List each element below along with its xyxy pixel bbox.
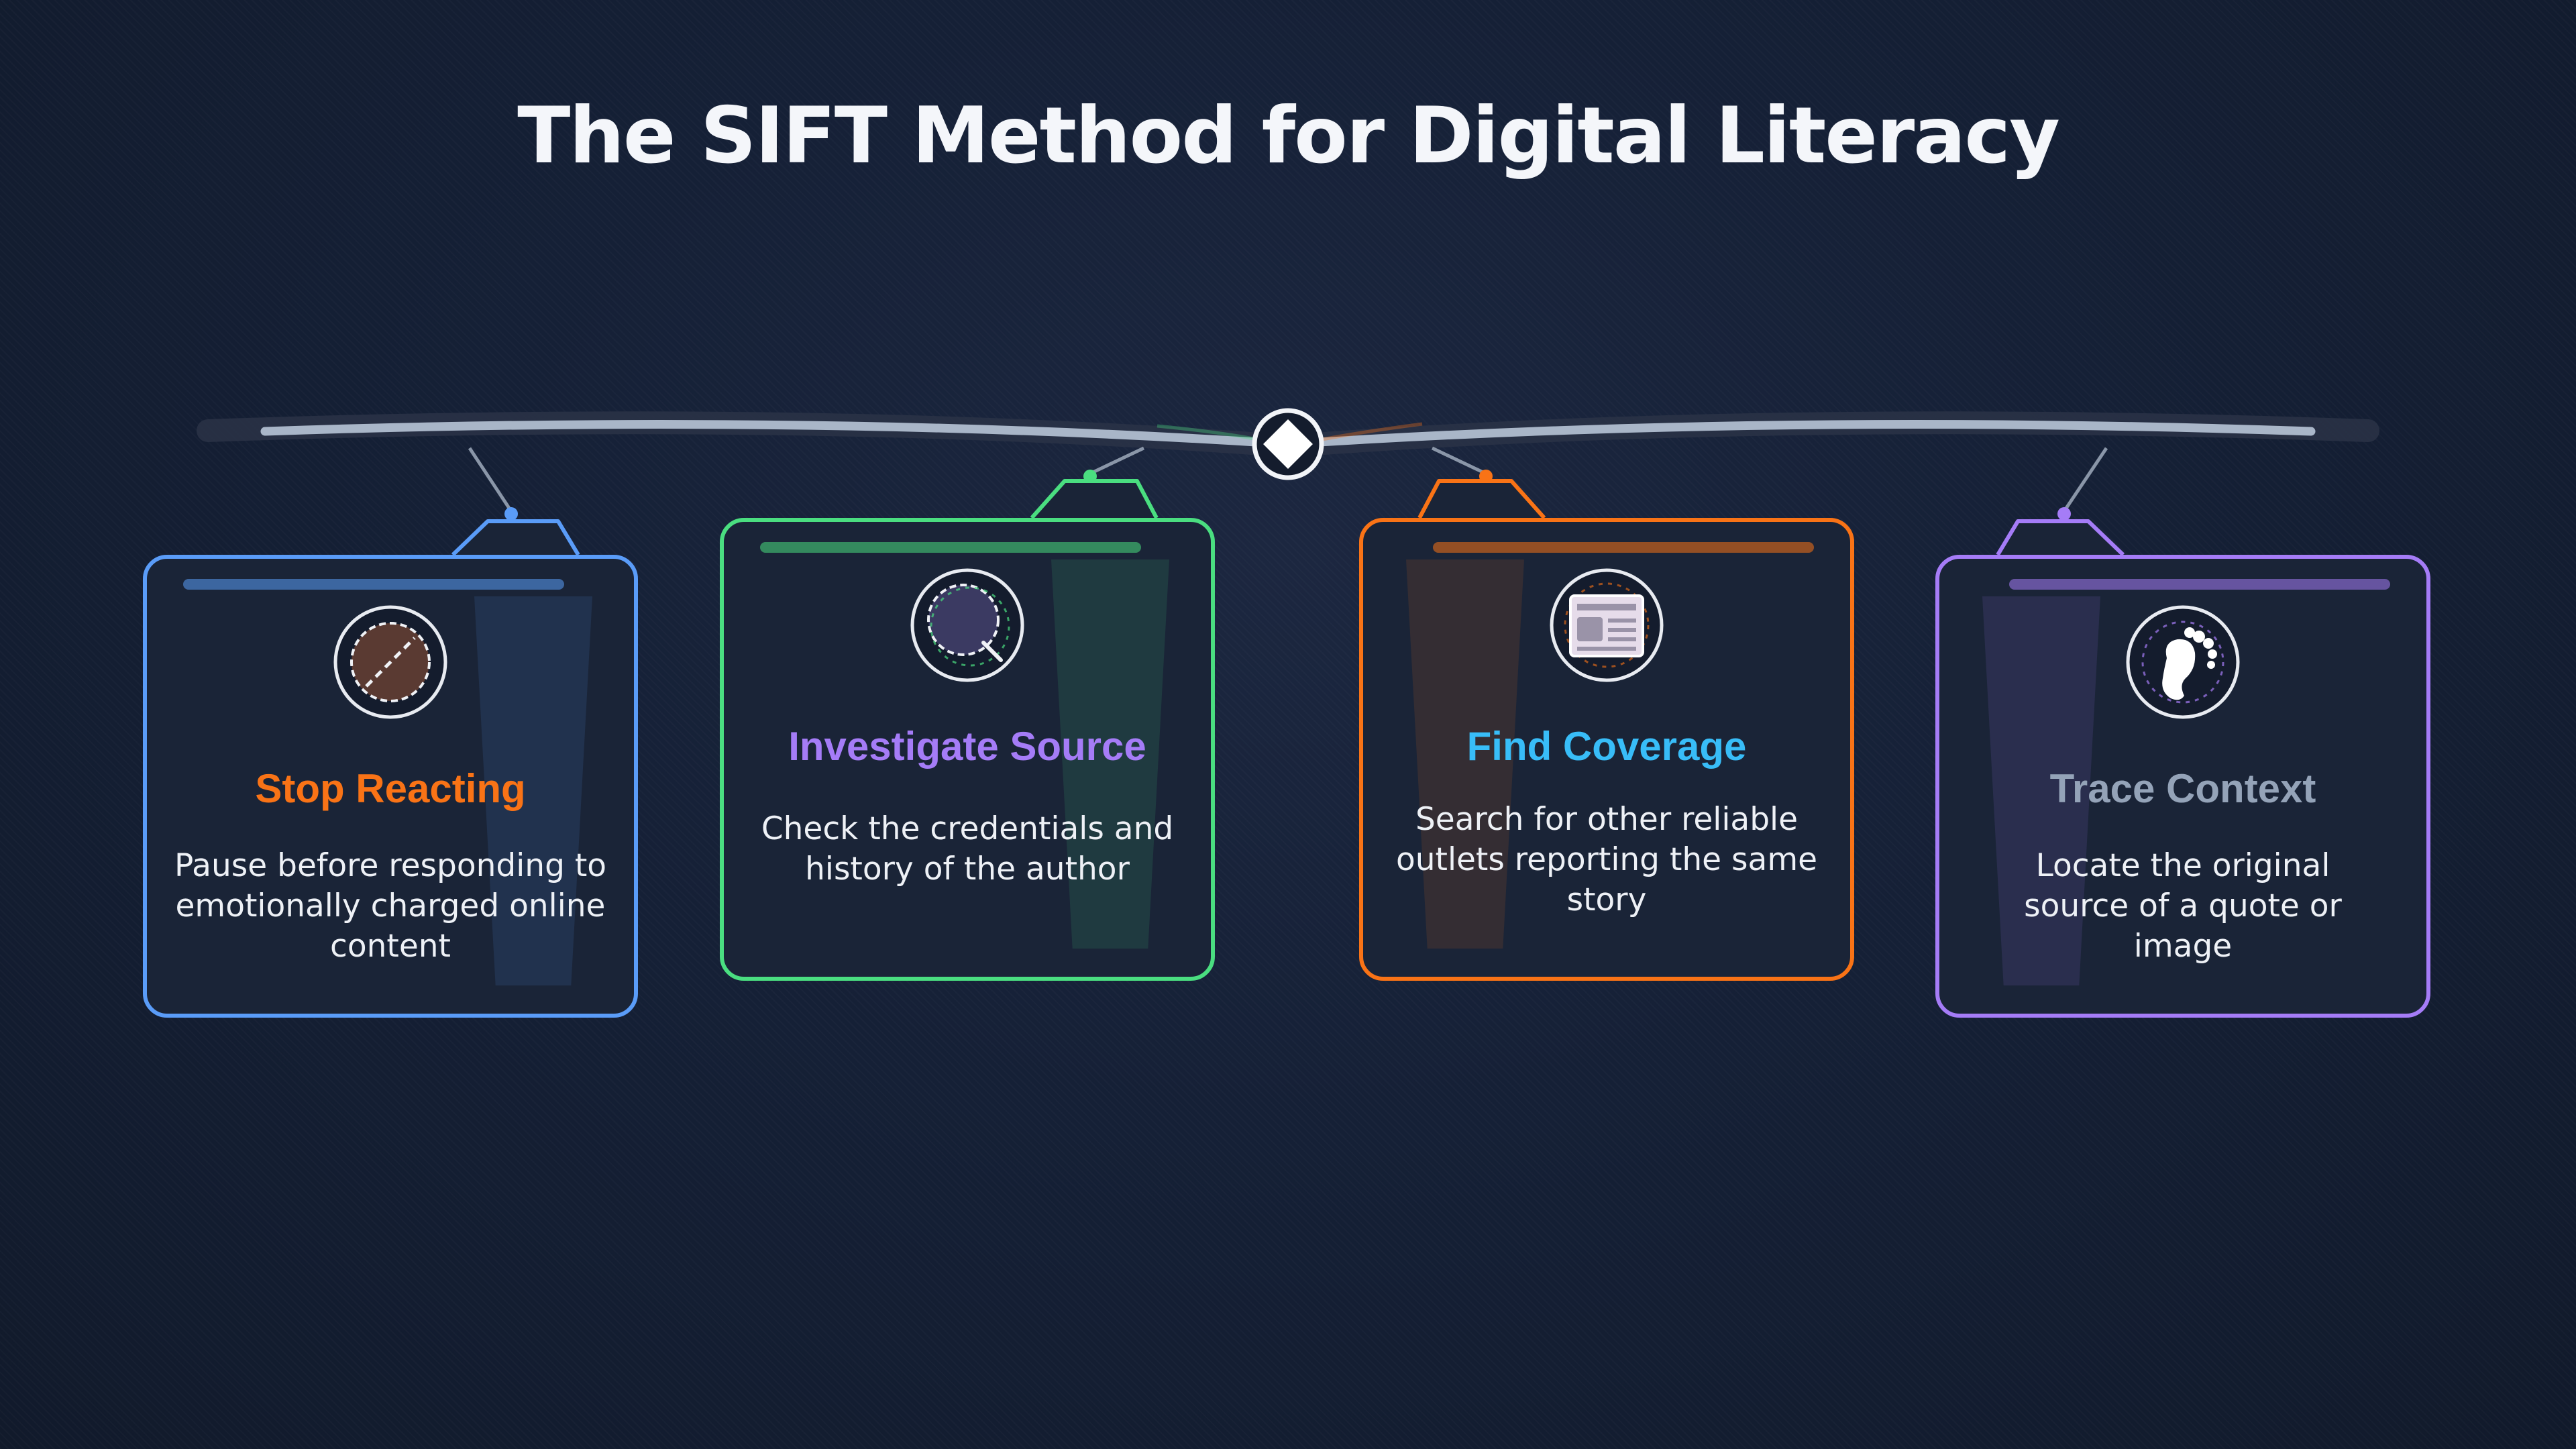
card-accent-bar	[2009, 579, 2390, 590]
card-tab-dot-1	[504, 507, 518, 521]
card-tab-2	[1030, 479, 1159, 519]
connector-line-4	[2062, 447, 2108, 513]
center-diamond-icon	[1252, 408, 1324, 480]
step-heading: Stop Reacting	[255, 766, 526, 811]
card-light-beam	[1406, 559, 1524, 949]
card-accent-bar	[760, 542, 1141, 553]
step-heading: Find Coverage	[1466, 724, 1747, 769]
card-tab-3	[1417, 479, 1546, 519]
step-card-trace: Trace Context Locate the original source…	[1935, 555, 2430, 1018]
step-heading: Trace Context	[2049, 766, 2316, 811]
card-tab-4	[1996, 519, 2125, 557]
card-light-beam	[1051, 559, 1169, 949]
step-card-stop: Stop Reacting Pause before responding to…	[143, 555, 638, 1018]
card-accent-bar	[183, 579, 564, 590]
connector-line-1	[468, 447, 513, 513]
page-title: The SIFT Method for Digital Literacy	[517, 91, 2060, 181]
stop-sign-icon	[333, 605, 447, 719]
magnifying-glass-icon	[910, 568, 1024, 682]
card-tab-dot-3	[1479, 470, 1493, 483]
card-light-beam	[474, 596, 592, 985]
card-tab-1	[451, 519, 580, 557]
footprint-icon	[2126, 605, 2240, 719]
connector-line-2	[1089, 446, 1145, 476]
card-tab-dot-4	[2057, 507, 2071, 521]
newspaper-icon	[1550, 568, 1664, 682]
step-description: Pause before responding to emotionally c…	[174, 847, 607, 965]
step-card-investigate: Investigate Source Check the credentials…	[720, 518, 1215, 981]
step-description: Locate the original source of a quote or…	[2024, 847, 2342, 965]
step-heading: Investigate Source	[788, 724, 1146, 769]
connector-line-3	[1431, 446, 1487, 476]
step-card-find: Find Coverage Search for other reliable …	[1359, 518, 1854, 981]
step-description: Check the credentials and history of the…	[761, 810, 1174, 888]
card-accent-bar	[1433, 542, 1814, 553]
card-tab-dot-2	[1083, 470, 1097, 483]
card-light-beam	[1982, 596, 2100, 985]
step-description: Search for other reliable outlets report…	[1395, 801, 1818, 918]
